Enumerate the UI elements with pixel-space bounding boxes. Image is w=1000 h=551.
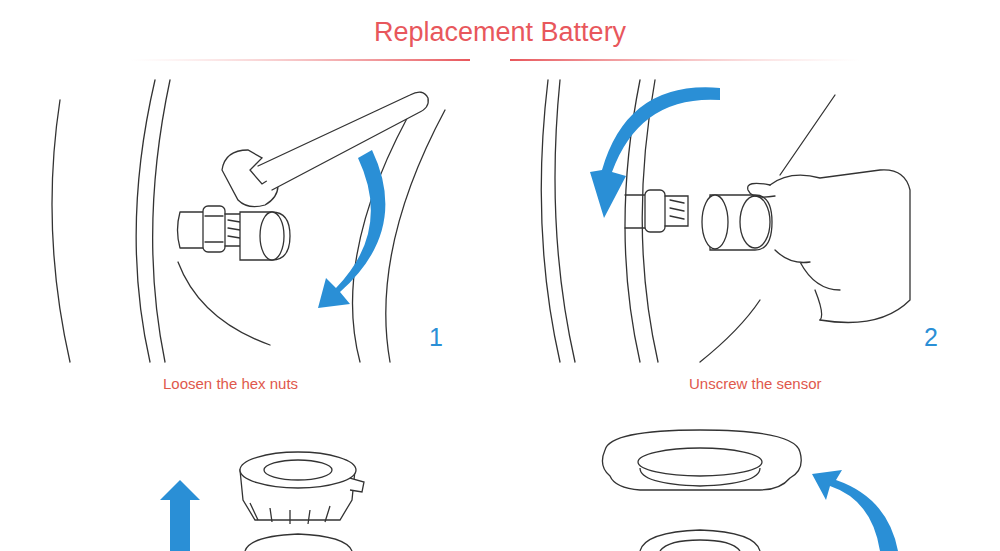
panel-4-drawing <box>602 430 801 551</box>
step-caption: Loosen the hex nuts <box>161 375 300 392</box>
callout-number: 1 <box>429 323 443 352</box>
panel-2-drawing <box>541 80 910 362</box>
rotation-arrow <box>318 150 385 308</box>
panel-3-drawing <box>240 452 364 551</box>
callout-number: 2 <box>924 323 938 352</box>
lift-arrow <box>160 480 200 551</box>
panel-1-drawing <box>52 80 445 362</box>
page-title: Replacement Battery <box>374 17 626 48</box>
title-rule <box>130 59 860 61</box>
rotation-arrow <box>590 87 720 218</box>
lift-arrow <box>812 470 898 551</box>
step-caption: Unscrew the sensor <box>687 375 824 392</box>
